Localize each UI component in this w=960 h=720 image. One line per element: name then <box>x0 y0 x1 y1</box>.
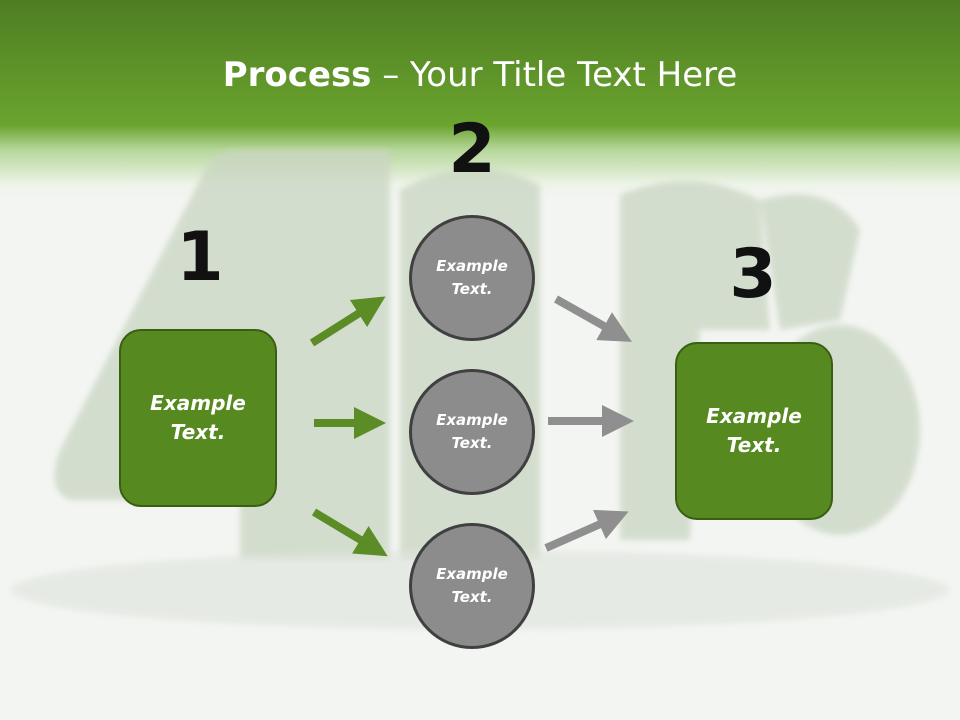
step-3-label: Example Text. <box>706 404 802 457</box>
circle-label: Example Text. <box>436 411 508 452</box>
step-2-circle-top[interactable]: Example Text. <box>409 215 535 341</box>
title-bold: Process <box>222 55 372 95</box>
step-number-2: 2 <box>448 110 496 189</box>
step-2-circle-bottom[interactable]: Example Text. <box>409 523 535 649</box>
step-3-box[interactable]: Example Text. <box>675 342 833 520</box>
arrow-green-up <box>309 296 386 347</box>
step-number-1: 1 <box>176 218 224 297</box>
circle-label: Example Text. <box>436 257 508 298</box>
step-1-label: Example Text. <box>150 391 246 444</box>
page-title: Process – Your Title Text Here <box>0 52 960 98</box>
title-rest: – Your Title Text Here <box>371 55 738 95</box>
header-band <box>0 0 960 200</box>
circle-label: Example Text. <box>436 565 508 606</box>
arrow-gray-down <box>554 295 632 342</box>
arrow-gray-up <box>544 509 629 552</box>
step-2-circle-middle[interactable]: Example Text. <box>409 369 535 495</box>
arrow-green-down <box>311 508 388 557</box>
step-1-box[interactable]: Example Text. <box>119 329 277 507</box>
step-number-3: 3 <box>729 235 777 314</box>
